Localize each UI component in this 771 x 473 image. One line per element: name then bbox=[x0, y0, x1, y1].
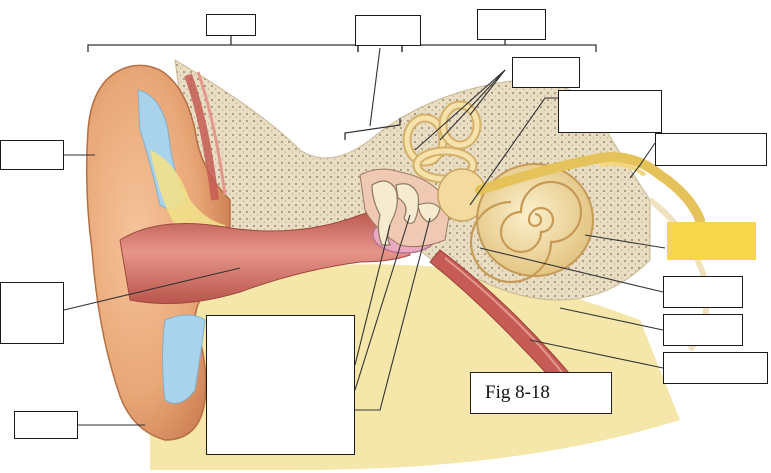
incus bbox=[395, 183, 420, 224]
label-box-middle-ear-bracket[interactable] bbox=[355, 15, 421, 46]
auricle-cartilage-lower bbox=[162, 314, 206, 404]
label-box-outer-ear-bracket[interactable] bbox=[206, 14, 256, 36]
nerve-branch bbox=[599, 161, 647, 177]
label-box-pharynx[interactable] bbox=[663, 352, 768, 384]
label-box-semicircular-canals[interactable] bbox=[512, 57, 580, 88]
label-box-ossicles[interactable] bbox=[206, 315, 355, 455]
label-box-auditory-tube[interactable] bbox=[663, 314, 743, 346]
vestibulocochlear-nerve bbox=[475, 152, 705, 225]
region-brackets bbox=[87, 36, 597, 140]
label-box-auricle[interactable] bbox=[0, 140, 64, 170]
label-box-vestibulocochlear-nerve[interactable] bbox=[655, 133, 767, 166]
figure-caption: Fig 8-18 bbox=[470, 372, 612, 414]
label-box-vestibule[interactable] bbox=[558, 90, 662, 133]
vessel-upper bbox=[184, 73, 219, 201]
label-box-inner-ear-bracket[interactable] bbox=[477, 9, 546, 40]
label-box-external-acoustic-meatus[interactable] bbox=[0, 282, 64, 344]
label-box-earlobe[interactable] bbox=[14, 411, 78, 439]
auditory-tube-highlight bbox=[444, 257, 569, 381]
ear-canal bbox=[119, 209, 411, 305]
stapes bbox=[417, 202, 441, 223]
label-box-round-window[interactable] bbox=[663, 276, 743, 308]
vessel-upper-2 bbox=[196, 71, 227, 196]
cochlea bbox=[469, 163, 594, 284]
auricle-fat bbox=[150, 150, 225, 245]
label-box-cochlea[interactable] bbox=[667, 222, 756, 260]
leader-lines bbox=[63, 47, 666, 426]
